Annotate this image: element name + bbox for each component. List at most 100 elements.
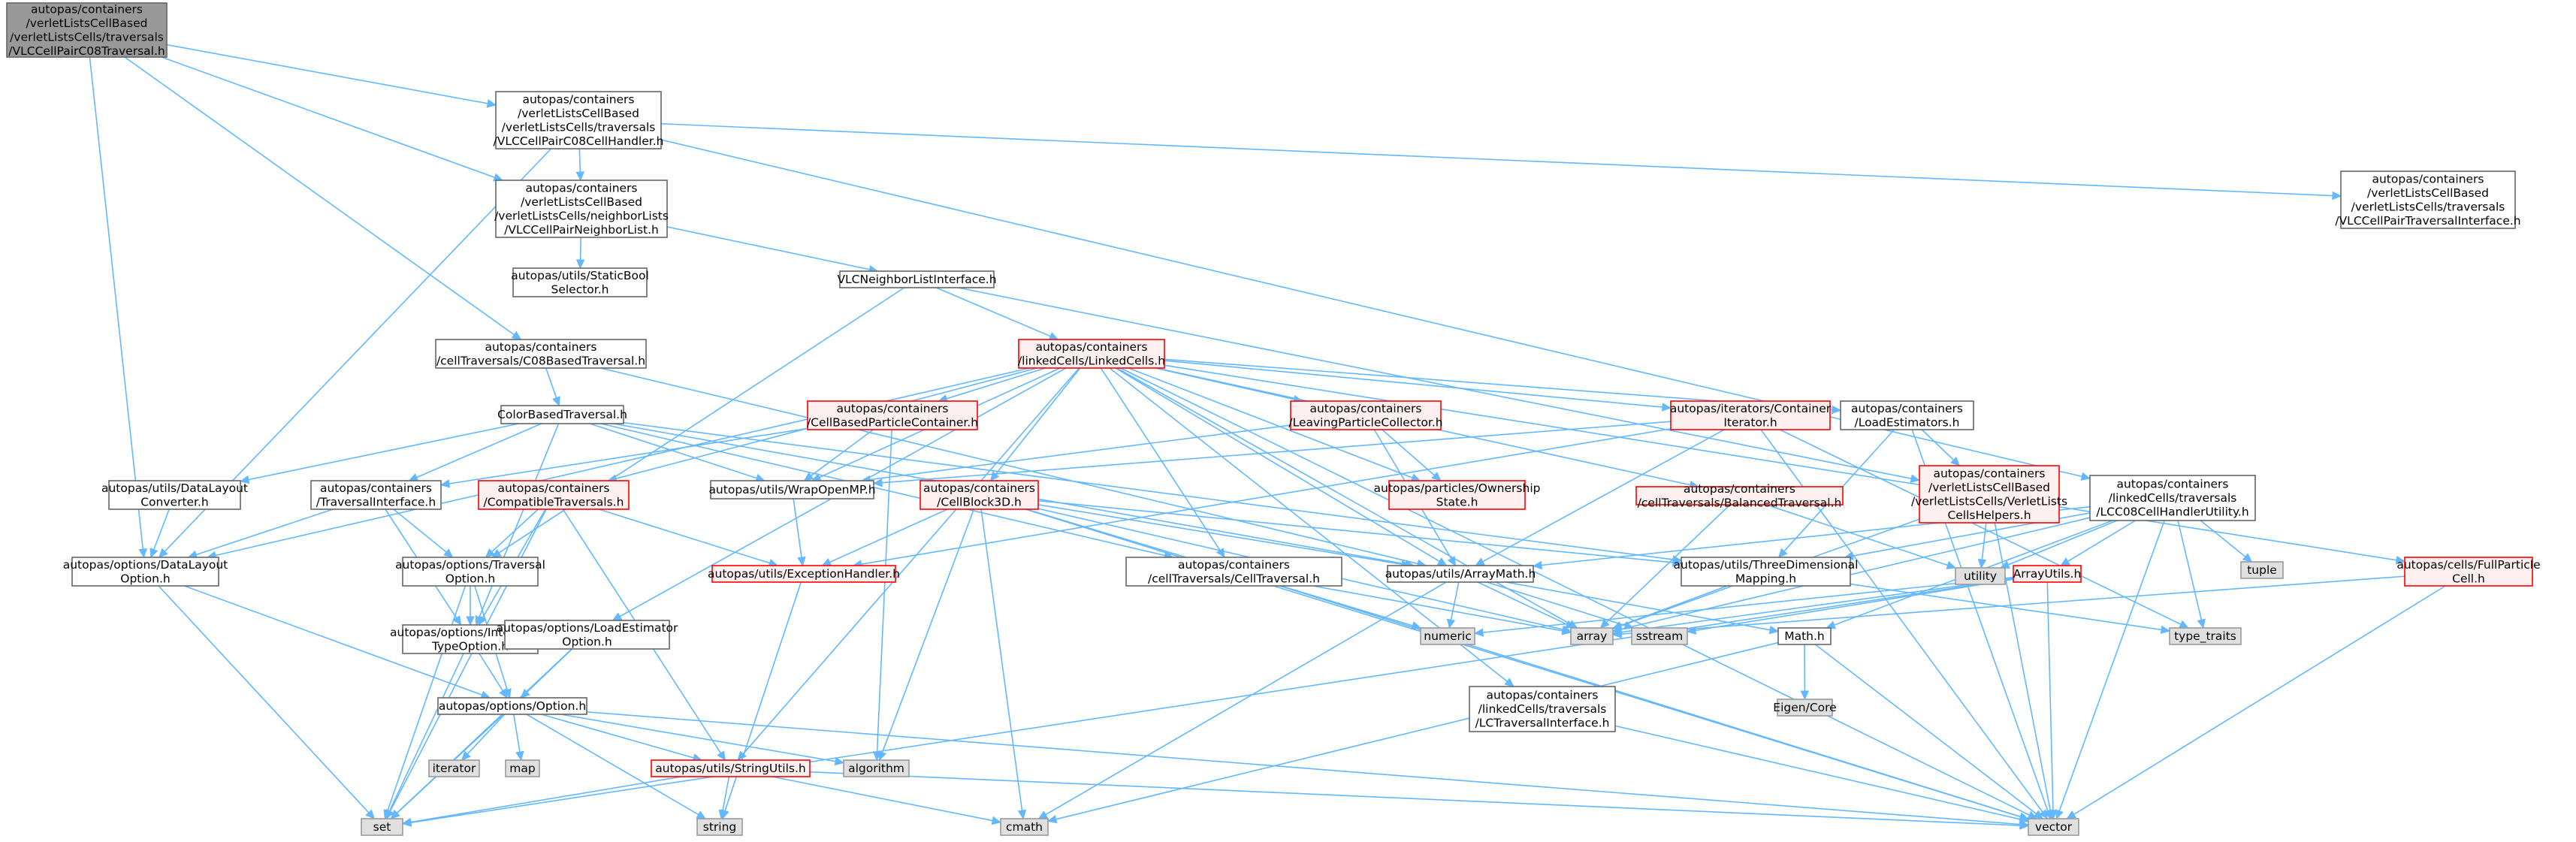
node-label-line: autopas/utils/WrapOpenMP.h (708, 483, 875, 496)
node-exc_handler[interactable]: autopas/utils/ExceptionHandler.h (708, 565, 900, 583)
node-label-line: /LoadEstimators.h (1854, 415, 1959, 429)
node-iterator: iterator (428, 759, 480, 777)
node-label-line: iterator (433, 762, 476, 775)
node-algorithm: algorithm (843, 759, 910, 777)
node-label-line: algorithm (848, 762, 904, 775)
node-label-line: autopas/containers (836, 402, 948, 415)
edge-math_h-to-eigen (1800, 644, 1810, 701)
node-label-line: Cell.h (2452, 572, 2485, 585)
node-load_est[interactable]: autopas/containers/LoadEstimators.h (1840, 400, 1974, 430)
node-string_utils[interactable]: autopas/utils/StringUtils.h (651, 759, 811, 777)
node-label-line: /cellTraversals/BalancedTraversal.h (1638, 496, 1842, 509)
node-label-line: /verletListsCells/traversals (502, 120, 656, 134)
edge-trav_if-to-trav_option (393, 509, 454, 558)
node-label-line: autopas/utils/ExceptionHandler.h (708, 567, 900, 581)
edge-lc_c08_util-to-vector (2055, 520, 2165, 820)
node-label-line: autopas/particles/Ownership (1374, 481, 1541, 495)
node-label-line: autopas/options/DataLayout (63, 558, 228, 572)
edge-trav_option-to-interaction_opt (466, 586, 475, 626)
node-vlc_handler[interactable]: autopas/containers/verletListsCellBased/… (494, 91, 664, 149)
edge-linked_cells-to-leaving_pc (1155, 367, 1303, 404)
node-label-line: autopas/cells/FullParticle (2396, 558, 2540, 572)
node-label-line: State.h (1436, 495, 1478, 509)
node-compat_trav[interactable]: autopas/containers/CompatibleTraversals.… (478, 480, 630, 510)
node-math_h[interactable]: Math.h (1777, 627, 1832, 645)
node-option_h[interactable]: autopas/options/Option.h (437, 697, 587, 715)
node-label-line: /verletListsCellBased (26, 17, 148, 30)
edge-compat_trav-to-exc_handler (599, 509, 779, 568)
node-vlc_helpers[interactable]: autopas/containers/verletListsCellBased/… (1911, 465, 2067, 524)
node-vlc_pair_nl[interactable]: autopas/containers/verletListsCellBased/… (494, 180, 669, 238)
node-label-line: type_traits (2174, 629, 2236, 644)
node-cell_trav[interactable]: autopas/containers/cellTraversals/CellTr… (1125, 557, 1342, 587)
node-cell_based_pc[interactable]: autopas/containers/CellBasedParticleCont… (807, 400, 978, 430)
node-array_math[interactable]: autopas/utils/ArrayMath.h (1385, 565, 1536, 583)
node-label-line: /cellTraversals/C08BasedTraversal.h (436, 354, 645, 367)
node-wrap_omp[interactable]: autopas/utils/WrapOpenMP.h (708, 480, 876, 499)
edge-array_math-to-numeric (1446, 581, 1460, 629)
node-label-line: /VLCCellPairC08CellHandler.h (494, 134, 664, 148)
edge-linked_cells-to-container_iter (1164, 360, 1672, 412)
node-label-line: /VLCCellPairNeighborList.h (504, 223, 659, 237)
node-label-line: vector (2035, 820, 2073, 834)
node-vlc_nl_if[interactable]: VLCNeighborListInterface.h (837, 270, 997, 288)
edge-vlc_nl_if-to-vlc_helpers (958, 287, 1921, 483)
node-label-line: numeric (1424, 629, 1471, 643)
edge-balanced_trav-to-array (1599, 504, 1731, 629)
edge-array_math-to-array (1477, 581, 1575, 629)
node-label-line: set (373, 820, 391, 834)
node-label-line: autopas/containers (1309, 402, 1421, 415)
edge-cell_based_pc-to-trav_if (439, 427, 808, 488)
edge-three_d_map-to-array (1611, 585, 1728, 630)
edge-vlc_nl_if-to-trav_option (491, 287, 905, 558)
node-label-line: autopas/options/Traversal (395, 558, 545, 572)
node-label-line: /LCC08CellHandlerUtility.h (2096, 506, 2248, 519)
node-label-line: Eigen/Core (1773, 701, 1836, 714)
node-label-line: VLCNeighborListInterface.h (837, 273, 996, 286)
node-lc_c08_util[interactable]: autopas/containers/linkedCells/traversal… (2089, 475, 2256, 521)
node-linked_cells[interactable]: autopas/containers/linkedCells/LinkedCel… (1018, 339, 1165, 369)
edge-lc_c08_util-to-type_traits (2177, 520, 2206, 629)
edge-interaction_opt-to-set (385, 653, 464, 820)
edge-color_based-to-dl_converter (239, 423, 519, 484)
node-label-line: Selector.h (551, 282, 609, 296)
node-label-line: ColorBasedTraversal.h (497, 408, 627, 421)
node-lc_trav_if[interactable]: autopas/containers/linkedCells/traversal… (1469, 686, 1616, 732)
node-label-line: /verletListsCellBased (1928, 481, 2050, 494)
edge-cellblock3d-to-vector (1025, 509, 2030, 821)
node-color_based[interactable]: ColorBasedTraversal.h (497, 405, 627, 424)
edge-math_h-to-vector (1814, 644, 2044, 819)
node-balanced_trav[interactable]: autopas/containers/cellTraversals/Balanc… (1635, 482, 1844, 510)
node-trav_if[interactable]: autopas/containers/TraversalInterface.h (310, 480, 442, 510)
node-label-line: Converter.h (140, 495, 209, 509)
node-c08_based[interactable]: autopas/containers/cellTraversals/C08Bas… (435, 339, 647, 369)
node-layer: autopas/containers/verletListsCellBased/… (6, 2, 2541, 836)
edge-array_utils-to-numeric (1473, 576, 2014, 637)
edge-cellblock3d-to-three_d_map (1037, 499, 1683, 567)
node-leaving_pc[interactable]: autopas/containers/LeavingParticleCollec… (1288, 400, 1443, 430)
node-label-line: autopas/containers (522, 92, 634, 106)
node-label-line: sstream (1636, 629, 1683, 643)
node-type_traits: type_traits (2169, 627, 2242, 645)
node-label-line: /TraversalInterface.h (316, 495, 436, 509)
node-label-line: autopas/options/Option.h (439, 699, 586, 713)
edge-string_utils-to-string (718, 776, 730, 820)
edge-wrap_omp-to-exc_handler (793, 498, 806, 567)
edge-dl_option-to-set (158, 585, 376, 819)
node-cellblock3d[interactable]: autopas/containers/CellBlock3D.h (920, 480, 1039, 510)
node-label-line: /verletListsCellBased (518, 107, 639, 120)
node-root[interactable]: autopas/containers/verletListsCellBased/… (6, 2, 168, 58)
node-array_utils[interactable]: ArrayUtils.h (2013, 565, 2082, 583)
node-vlc_pair_tr_if[interactable]: autopas/containers/verletListsCellBased/… (2335, 171, 2521, 229)
edge-linked_cells-to-vector (1120, 367, 2038, 819)
node-label-line: autopas/containers (485, 340, 596, 354)
